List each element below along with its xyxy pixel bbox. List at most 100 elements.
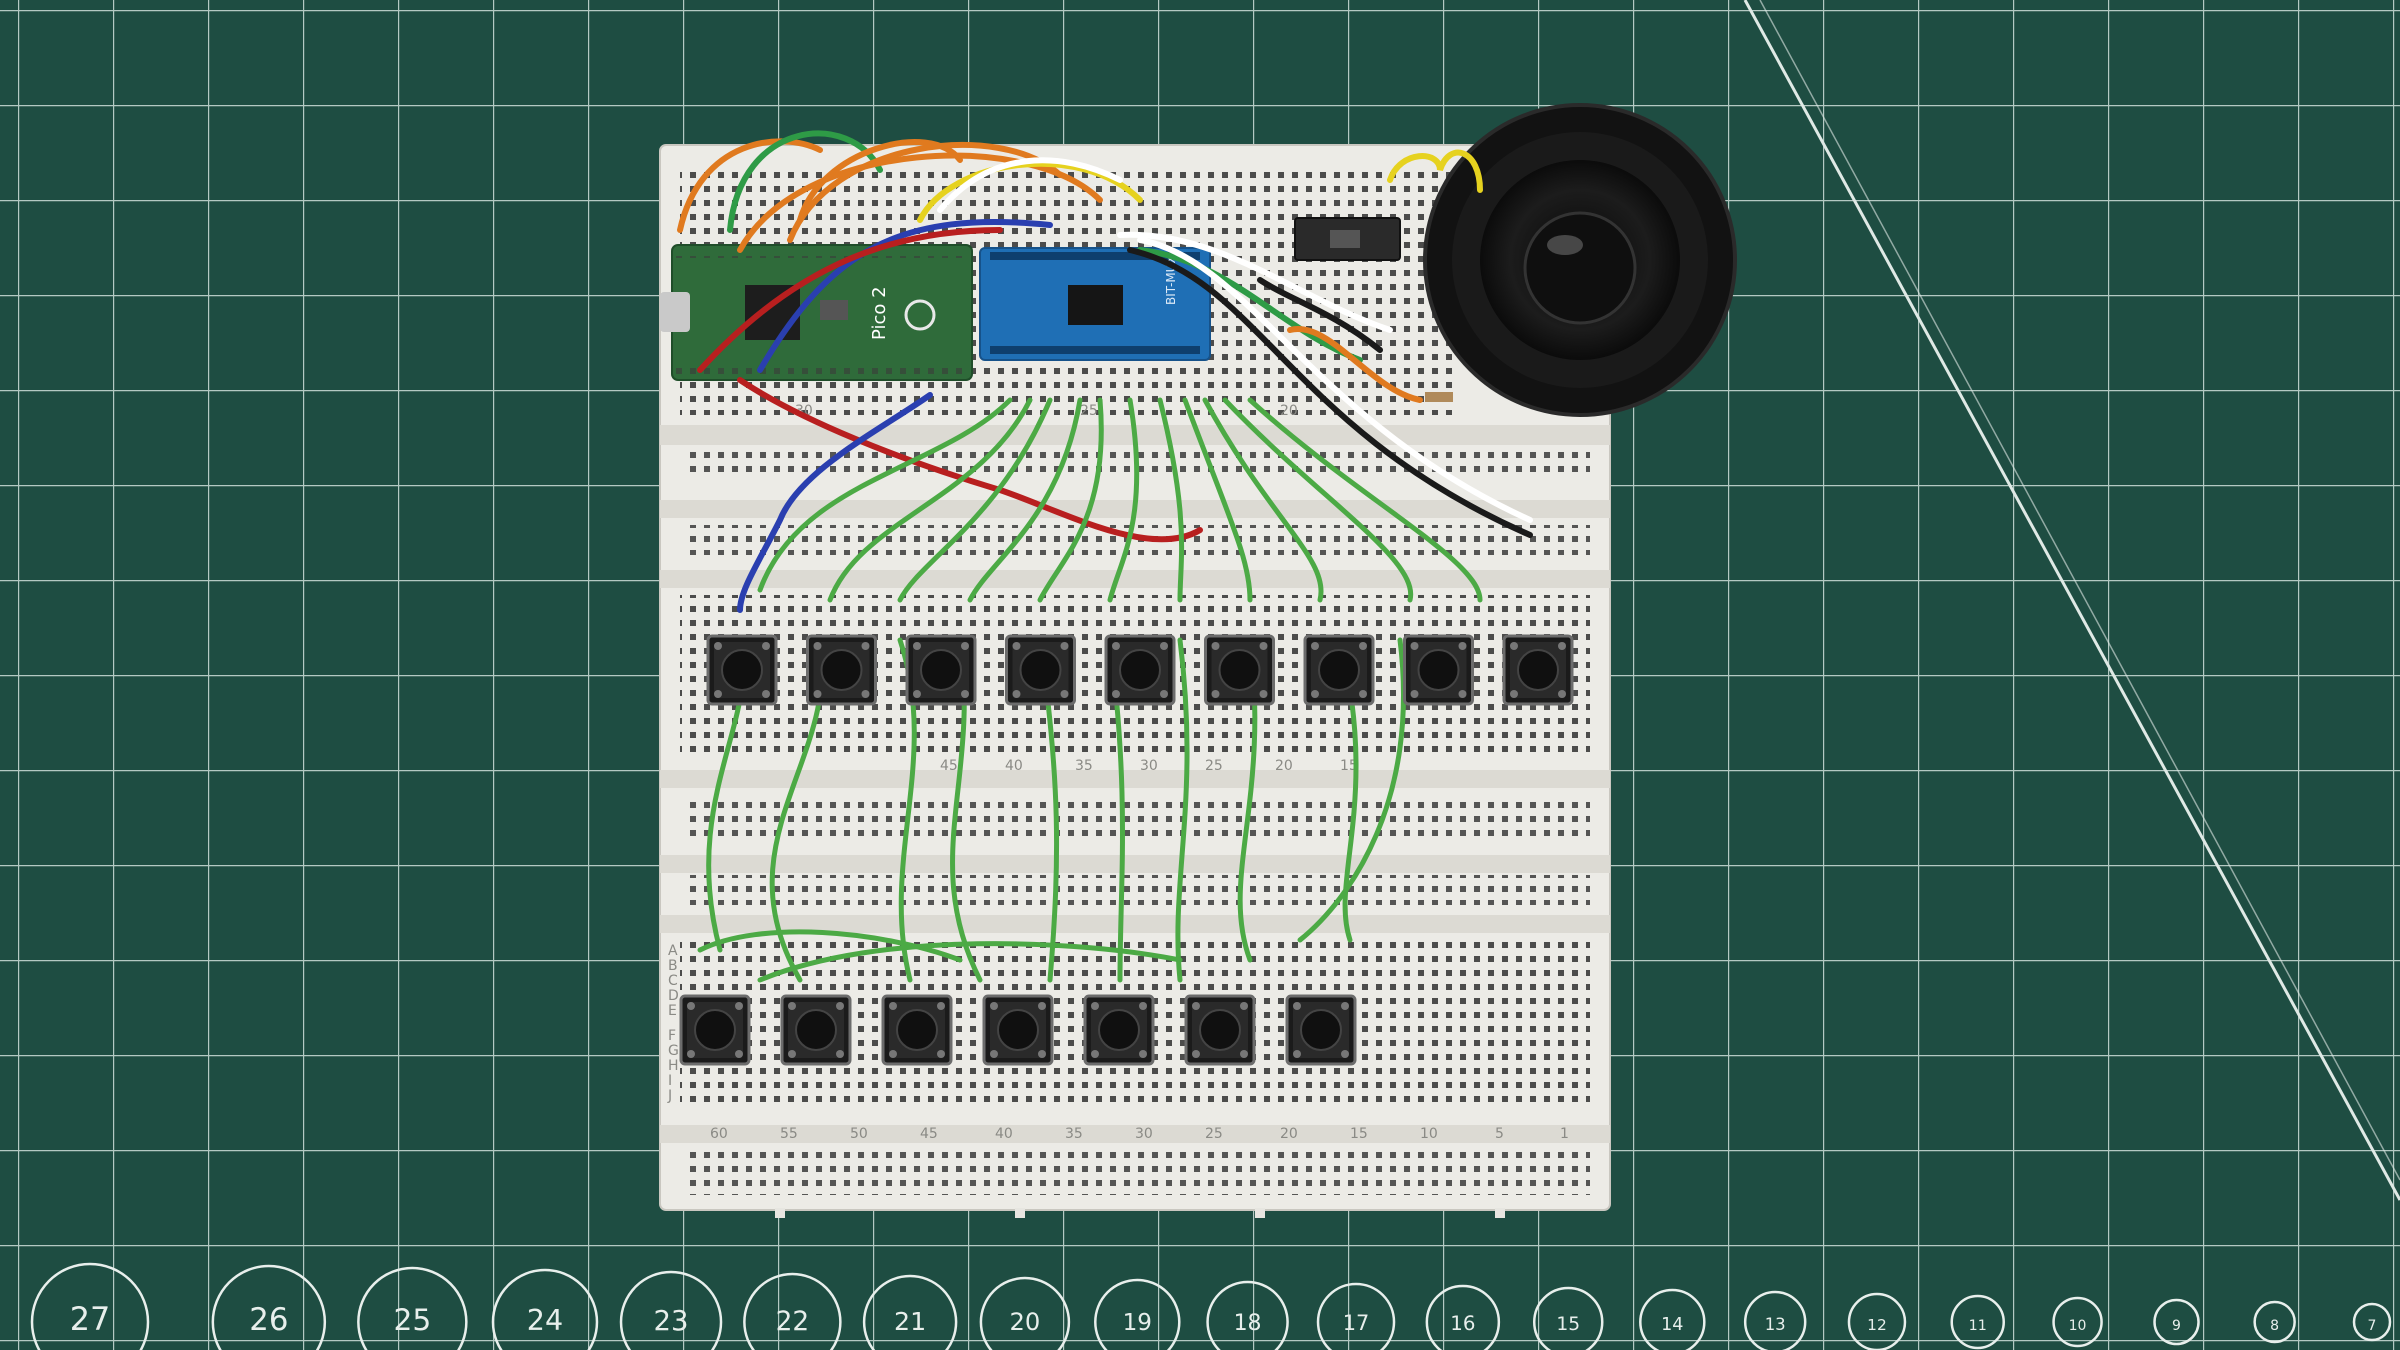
tactile-button xyxy=(905,634,977,706)
tactile-button xyxy=(1005,634,1076,706)
ruler-number: 23 xyxy=(654,1305,689,1337)
ruler-number: 16 xyxy=(1450,1312,1475,1335)
ruler-number: 22 xyxy=(776,1306,810,1337)
ruler-number: 26 xyxy=(249,1302,288,1338)
tactile-button xyxy=(1204,634,1275,706)
row-letter: I xyxy=(668,1073,672,1089)
ruler-number: 7 xyxy=(2368,1318,2377,1334)
tactile-button xyxy=(1083,994,1155,1066)
row-letter: A xyxy=(668,943,678,959)
col-number: 20 xyxy=(1275,758,1293,774)
row-letter: J xyxy=(667,1088,672,1104)
col-number: 40 xyxy=(1005,758,1023,774)
col-number: 60 xyxy=(710,1126,728,1142)
ruler-number: 20 xyxy=(1010,1308,1041,1336)
green-wires xyxy=(697,397,1483,983)
ruler-number: 15 xyxy=(1556,1314,1580,1335)
tactile-button xyxy=(1104,634,1176,706)
ruler-number: 19 xyxy=(1123,1310,1152,1336)
ruler-mark: 13 xyxy=(1743,1290,1807,1350)
ruler-mark: 24 xyxy=(491,1268,599,1350)
ruler-mark: 16 xyxy=(1425,1284,1501,1350)
col-number: 15 xyxy=(1350,1126,1368,1142)
breadboard-labels: A B C D E F G H I J 60 55 50 45 40 35 30… xyxy=(667,403,1569,1142)
mat-ruler: 27 26 25 24 23 22 21 20 19 18 17 16 15 14 13 12 11 10 9 8 7 xyxy=(30,1262,2392,1350)
tactile-button xyxy=(881,994,953,1066)
button-row-lower xyxy=(679,994,1357,1066)
row-letter: F xyxy=(668,1028,676,1044)
tactile-button xyxy=(679,994,751,1066)
ruler-number: 27 xyxy=(70,1300,111,1338)
ruler-number: 25 xyxy=(393,1303,431,1338)
col-number: 45 xyxy=(920,1126,938,1142)
mat-diagonal xyxy=(1743,0,2400,1201)
ruler-mark: 20 xyxy=(979,1276,1071,1350)
pico-label: Pico 2 xyxy=(869,286,890,340)
button-row-upper xyxy=(706,634,1574,706)
ruler-number: 24 xyxy=(527,1303,563,1337)
ruler-mark: 23 xyxy=(619,1270,723,1350)
col-number: 40 xyxy=(995,1126,1013,1142)
row-letter: B xyxy=(668,958,678,974)
col-number: 20 xyxy=(1280,403,1298,419)
ruler-mark: 7 xyxy=(2352,1302,2392,1342)
ruler-mark: 17 xyxy=(1316,1282,1396,1350)
ruler-mark: 22 xyxy=(743,1272,842,1350)
ruler-mark: 19 xyxy=(1094,1278,1181,1350)
tactile-button xyxy=(1502,634,1574,706)
ruler-mark: 27 xyxy=(30,1262,150,1350)
col-number: 1 xyxy=(1560,1126,1569,1142)
col-number: 25 xyxy=(1080,403,1098,419)
ruler-number: 9 xyxy=(2172,1318,2181,1334)
ruler-mark: 25 xyxy=(357,1266,468,1350)
ruler-number: 13 xyxy=(1765,1315,1786,1334)
tactile-button xyxy=(706,634,778,706)
col-number: 30 xyxy=(1135,1126,1153,1142)
tactile-button xyxy=(1303,634,1375,706)
ruler-mark: 9 xyxy=(2153,1298,2200,1346)
ruler-mark: 12 xyxy=(1847,1292,1907,1350)
ruler-number: 17 xyxy=(1343,1311,1370,1335)
ruler-number: 10 xyxy=(2069,1318,2087,1334)
row-letter: H xyxy=(668,1058,679,1074)
ruler-mark: 26 xyxy=(211,1264,327,1350)
col-number: 5 xyxy=(1495,1126,1504,1142)
ruler-number: 18 xyxy=(1234,1311,1262,1336)
row-letter: C xyxy=(668,973,678,989)
col-number: 45 xyxy=(940,758,958,774)
ruler-number: 11 xyxy=(1969,1318,1987,1334)
col-number: 35 xyxy=(1065,1126,1083,1142)
tactile-button xyxy=(1403,634,1474,706)
col-number: 25 xyxy=(1205,1126,1223,1142)
ruler-number: 21 xyxy=(894,1307,926,1336)
col-number: 25 xyxy=(1205,758,1223,774)
ruler-number: 8 xyxy=(2270,1318,2279,1334)
amp-module xyxy=(1294,217,1453,402)
tactile-button xyxy=(1184,994,1256,1066)
ruler-mark: 11 xyxy=(1950,1294,2005,1350)
speaker xyxy=(1423,103,1737,417)
col-number: 30 xyxy=(1140,758,1158,774)
col-number: 55 xyxy=(780,1126,798,1142)
tactile-button xyxy=(982,994,1054,1066)
ruler-mark: 14 xyxy=(1639,1288,1706,1350)
tactile-button xyxy=(780,994,852,1066)
col-number: 10 xyxy=(1420,1126,1438,1142)
col-number: 20 xyxy=(1280,1126,1298,1142)
ruler-mark: 21 xyxy=(862,1274,958,1350)
row-letter: D xyxy=(668,988,679,1004)
col-number: 50 xyxy=(850,1126,868,1142)
ruler-mark: 8 xyxy=(2253,1300,2296,1344)
ruler-mark: 10 xyxy=(2052,1296,2103,1348)
tactile-button xyxy=(1285,994,1357,1066)
ruler-number: 14 xyxy=(1661,1315,1683,1335)
row-letter: E xyxy=(668,1003,677,1019)
mat-diagonal-2 xyxy=(1759,0,2400,1181)
tactile-button xyxy=(806,634,877,706)
row-letter: G xyxy=(668,1043,679,1059)
ruler-number: 12 xyxy=(1867,1316,1887,1334)
ruler-mark: 15 xyxy=(1532,1286,1604,1350)
col-number: 35 xyxy=(1075,758,1093,774)
ruler-mark: 18 xyxy=(1206,1280,1289,1350)
